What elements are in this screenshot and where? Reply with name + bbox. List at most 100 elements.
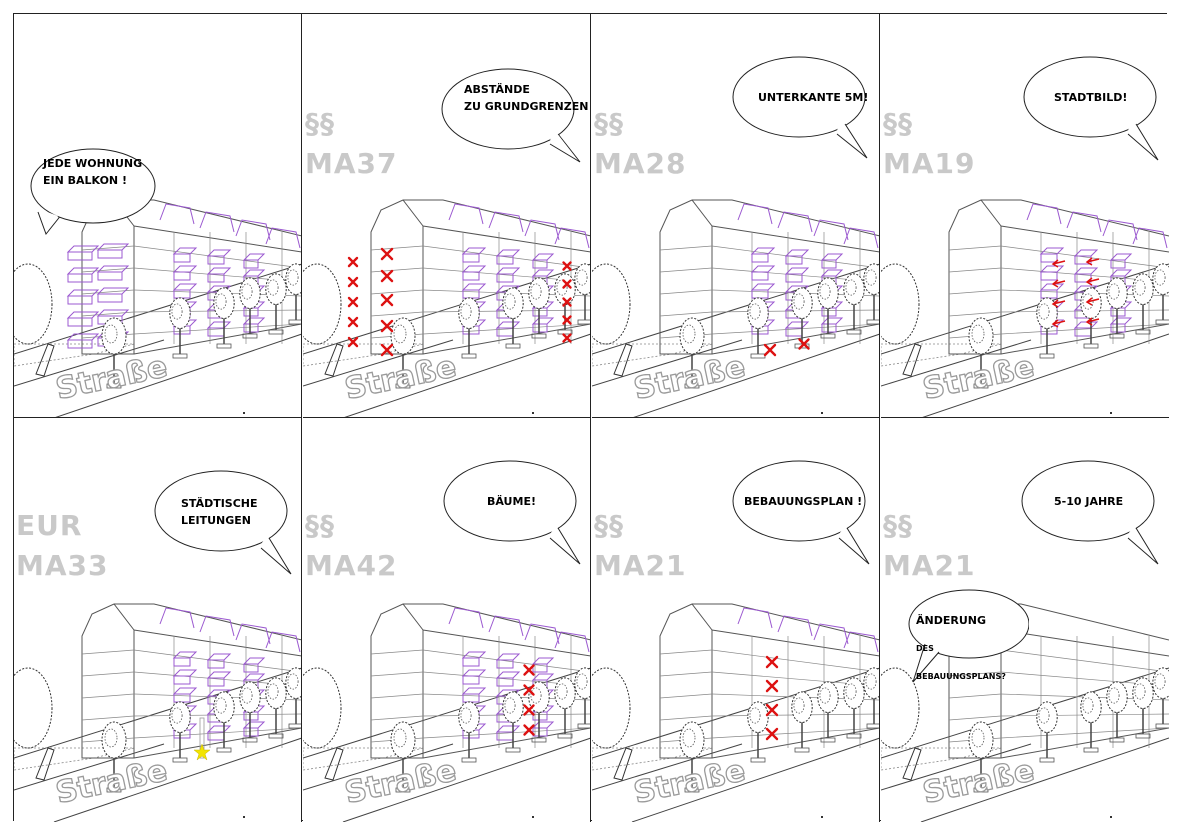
tree xyxy=(265,677,287,739)
playground-slide xyxy=(324,343,344,377)
code-line: MA37 xyxy=(305,147,398,180)
left-tree xyxy=(14,667,53,749)
scene-group xyxy=(592,603,879,822)
balcony xyxy=(461,669,487,685)
balcony xyxy=(1039,247,1065,263)
balcony xyxy=(495,671,521,687)
balcony xyxy=(172,247,198,263)
balcony xyxy=(242,721,266,737)
red-cross-mark xyxy=(765,679,779,693)
tree xyxy=(554,677,576,739)
balcony xyxy=(1039,283,1065,299)
speech-bubble xyxy=(441,68,581,163)
balcony xyxy=(96,243,130,259)
building xyxy=(370,199,590,355)
building-facade xyxy=(403,603,590,759)
speech-bubble xyxy=(30,148,156,236)
scene-group xyxy=(14,603,301,822)
dot xyxy=(532,412,534,414)
roof-dormer xyxy=(448,607,484,629)
red-arrow-mark xyxy=(1085,277,1100,286)
roof-dormer xyxy=(813,623,849,645)
left-tree xyxy=(881,263,920,345)
red-cross-mark xyxy=(523,704,535,716)
tree xyxy=(458,297,480,359)
red-cross-mark xyxy=(798,338,810,350)
building xyxy=(948,199,1169,355)
street-scene xyxy=(592,603,879,822)
roof-dormer xyxy=(265,227,301,249)
scene-group xyxy=(592,199,879,417)
roof-dormer xyxy=(777,211,813,233)
playground-slide xyxy=(902,747,922,781)
bubble-text: STÄDTISCHE LEITUNGEN xyxy=(181,497,258,527)
red-cross-mark xyxy=(380,247,394,261)
balcony xyxy=(66,311,100,327)
balcony xyxy=(784,267,810,283)
scene-group xyxy=(303,199,590,417)
utility-pipe xyxy=(199,717,205,759)
balcony xyxy=(66,267,100,283)
red-cross-mark xyxy=(765,703,779,717)
balcony xyxy=(820,317,844,333)
tree xyxy=(817,277,839,339)
balcony xyxy=(66,333,100,349)
code-line: MA21 xyxy=(594,549,687,582)
panel-4: §§MA19 STADTBILD! Straße xyxy=(881,14,1169,418)
dot xyxy=(532,816,534,818)
left-tree xyxy=(303,667,342,749)
tree xyxy=(458,701,480,763)
bubble-line: DES xyxy=(916,644,934,653)
balcony xyxy=(66,289,100,305)
tree xyxy=(1036,701,1058,763)
dot xyxy=(821,412,823,414)
balcony xyxy=(1109,253,1133,269)
code-line: §§ xyxy=(594,107,624,140)
bubble-text: JEDE WOHNUNG EIN BALKON ! xyxy=(43,157,143,187)
tree xyxy=(679,317,705,389)
balcony xyxy=(242,657,266,673)
balcony xyxy=(461,651,487,667)
balcony xyxy=(461,265,487,281)
red-cross-mark xyxy=(380,269,394,283)
authority-code: §§MA21 xyxy=(594,506,687,586)
playground-slide xyxy=(613,343,633,377)
tree xyxy=(817,681,839,743)
red-cross-mark xyxy=(562,297,572,307)
panel-8: §§MA21 5-10 JAHRE ÄNDERUNG DES BEBAUUNGS… xyxy=(881,418,1169,822)
balcony xyxy=(461,687,487,703)
balcony xyxy=(1073,249,1099,265)
tree xyxy=(169,701,191,763)
tree xyxy=(213,287,235,349)
building-facade xyxy=(403,199,590,355)
tree xyxy=(390,317,416,389)
playground-slide xyxy=(35,343,55,377)
red-cross-mark xyxy=(562,333,572,343)
left-tree xyxy=(14,263,53,345)
street-scene xyxy=(881,603,1169,822)
tree xyxy=(968,317,994,389)
bubble-text: ABSTÄNDE ZU GRUNDGRENZEN xyxy=(464,83,589,113)
tree xyxy=(1106,277,1128,339)
tree xyxy=(239,277,261,339)
red-cross-mark xyxy=(380,319,394,333)
tree xyxy=(791,691,813,753)
tree xyxy=(863,263,879,325)
roof-dormer xyxy=(235,623,271,645)
authority-code: §§MA42 xyxy=(305,506,398,586)
tree xyxy=(1152,667,1169,729)
tree xyxy=(1036,297,1058,359)
tree xyxy=(101,317,127,389)
code-line: §§ xyxy=(883,107,913,140)
balcony xyxy=(242,317,266,333)
dot xyxy=(1110,412,1112,414)
street-scene xyxy=(303,199,590,417)
red-cross-mark xyxy=(347,316,359,328)
tree xyxy=(791,287,813,349)
tree xyxy=(574,263,590,325)
street-scene xyxy=(14,199,301,417)
roof-dormer xyxy=(737,607,773,629)
balcony xyxy=(206,249,232,265)
authority-code: §§MA19 xyxy=(883,104,976,184)
roof-dormer xyxy=(524,623,560,645)
